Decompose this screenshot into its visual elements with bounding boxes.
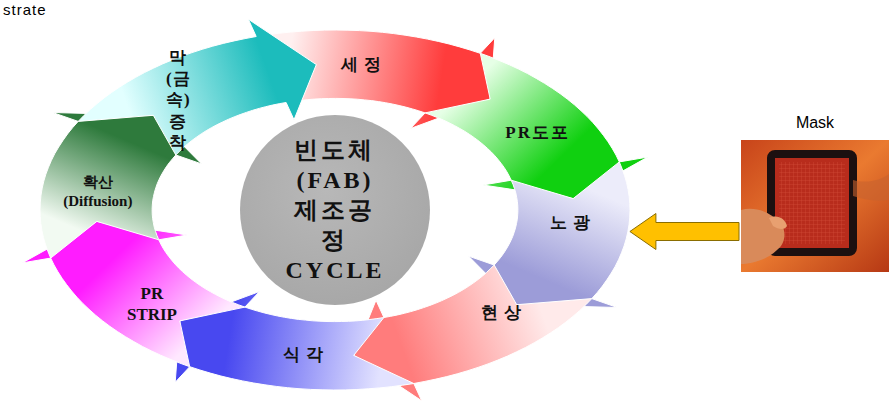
arrow-segment-fill [78, 19, 316, 155]
segment-label: 식각 [283, 344, 329, 365]
cut-off-label: strate [3, 1, 47, 18]
photo-shadow [853, 174, 889, 201]
photo-background [741, 140, 889, 272]
segment-label: 확산 (Diffusion) [63, 173, 132, 211]
block-arrow [630, 214, 739, 250]
segment-label: 막(금속) 증착 [166, 47, 191, 153]
segment-label: PR도포 [505, 122, 570, 143]
segment-label: 세정 [341, 55, 387, 76]
mask-pattern [779, 162, 845, 244]
cycle-center-circle: 빈도체 (FAB) 제조공정 CYCLE [240, 115, 430, 305]
photo-heading: Mask [796, 114, 834, 132]
segment-label: 현상 [481, 302, 527, 323]
process-arrow-segment: 막(금속) 증착 [77, 18, 318, 157]
arrow-shape [77, 18, 318, 157]
segment-label: 노광 [550, 212, 596, 233]
center-title: 빈도체 (FAB) 제조공정 CYCLE [285, 135, 384, 285]
mask-photo: Mask [741, 110, 889, 272]
mask-illustration [741, 140, 889, 272]
segment-label: PR STRIP [127, 282, 177, 325]
thumb [769, 216, 787, 229]
